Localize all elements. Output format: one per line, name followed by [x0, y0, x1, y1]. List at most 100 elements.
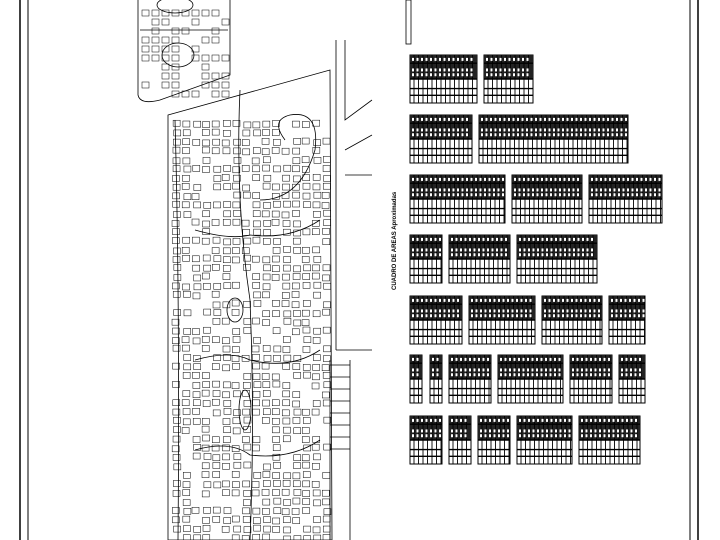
cell-text — [412, 434, 414, 438]
cell-text — [486, 73, 488, 77]
cell-text — [504, 368, 507, 372]
cell-text — [573, 237, 575, 241]
cell-text — [480, 298, 482, 302]
cell-text — [457, 68, 459, 72]
cell-text — [523, 429, 526, 433]
cell-text — [529, 298, 532, 302]
lot — [221, 174, 230, 181]
cell-text — [434, 434, 437, 438]
cell-text — [626, 429, 628, 433]
cell-text — [455, 429, 458, 433]
cell-text — [507, 418, 509, 422]
cell-text — [434, 418, 437, 422]
lot — [141, 9, 150, 17]
lot — [211, 290, 220, 298]
cell-text — [457, 309, 459, 313]
cell-text — [425, 128, 428, 132]
cell-text — [576, 368, 579, 372]
lot — [203, 507, 211, 514]
cell-text — [589, 133, 591, 137]
lot — [312, 246, 320, 254]
lot — [292, 472, 301, 480]
lot — [282, 292, 290, 299]
cell-text — [439, 298, 441, 302]
cell-text — [544, 314, 546, 318]
cell-text — [600, 188, 602, 192]
sheet-frame — [19, 0, 699, 540]
cell-text — [613, 177, 616, 181]
cell-text — [590, 357, 592, 361]
cell-text — [502, 177, 504, 181]
cell-text — [528, 237, 530, 241]
cell-text — [658, 177, 661, 181]
cell-text — [640, 188, 643, 192]
cell-text — [434, 68, 437, 72]
cell-text — [473, 357, 476, 361]
lot — [222, 345, 231, 353]
cell-text — [576, 373, 579, 377]
cell-text — [452, 314, 455, 318]
cell-text — [430, 117, 432, 121]
lot — [212, 506, 221, 514]
cell-text — [523, 253, 526, 257]
cell-text — [455, 357, 458, 361]
lot — [243, 490, 251, 497]
lot — [221, 72, 230, 80]
cell-text — [495, 73, 497, 77]
lot — [192, 418, 201, 425]
lot — [193, 534, 201, 540]
lot — [173, 525, 181, 533]
lot — [231, 299, 240, 307]
cell-text — [526, 128, 528, 132]
lot — [233, 191, 242, 199]
cell-text — [493, 314, 496, 318]
cell-text — [522, 68, 524, 72]
lot — [293, 408, 302, 416]
cell-text — [484, 418, 487, 422]
lot — [192, 408, 200, 415]
cell-text — [636, 193, 638, 197]
lot — [151, 45, 160, 53]
lot — [252, 174, 260, 181]
cell-text — [430, 73, 432, 77]
lot — [263, 220, 272, 227]
cell-text — [545, 373, 547, 377]
lot — [203, 308, 211, 316]
cell-text — [466, 117, 468, 121]
lot — [252, 282, 260, 289]
lot — [242, 191, 251, 199]
cell-text — [491, 237, 494, 241]
cell-text — [621, 429, 624, 433]
cell-text — [541, 418, 544, 422]
lot — [273, 355, 281, 362]
cell-text — [553, 314, 555, 318]
cell-text — [425, 248, 428, 252]
lot — [283, 336, 291, 343]
cell-text — [425, 237, 428, 241]
cell-text — [473, 237, 476, 241]
lot — [283, 256, 291, 263]
lot — [322, 515, 331, 523]
cell-text — [508, 73, 511, 77]
lot — [211, 54, 220, 62]
cell-text — [464, 434, 467, 438]
cell-text — [425, 133, 428, 137]
cell-text — [498, 309, 500, 313]
cell-text — [481, 128, 483, 132]
lot — [282, 220, 291, 227]
lot — [312, 489, 321, 497]
lot — [203, 202, 212, 209]
cell-text — [482, 373, 485, 377]
cell-text — [493, 309, 496, 313]
cell-text — [526, 133, 528, 137]
lot — [272, 408, 280, 415]
lot — [293, 229, 301, 237]
cell-text — [416, 309, 419, 313]
lot — [312, 526, 321, 534]
lot — [253, 147, 261, 154]
cell-text — [611, 133, 614, 137]
cell-text — [416, 193, 419, 197]
lot — [243, 443, 252, 451]
cell-text — [599, 429, 601, 433]
cell-text — [528, 253, 530, 257]
